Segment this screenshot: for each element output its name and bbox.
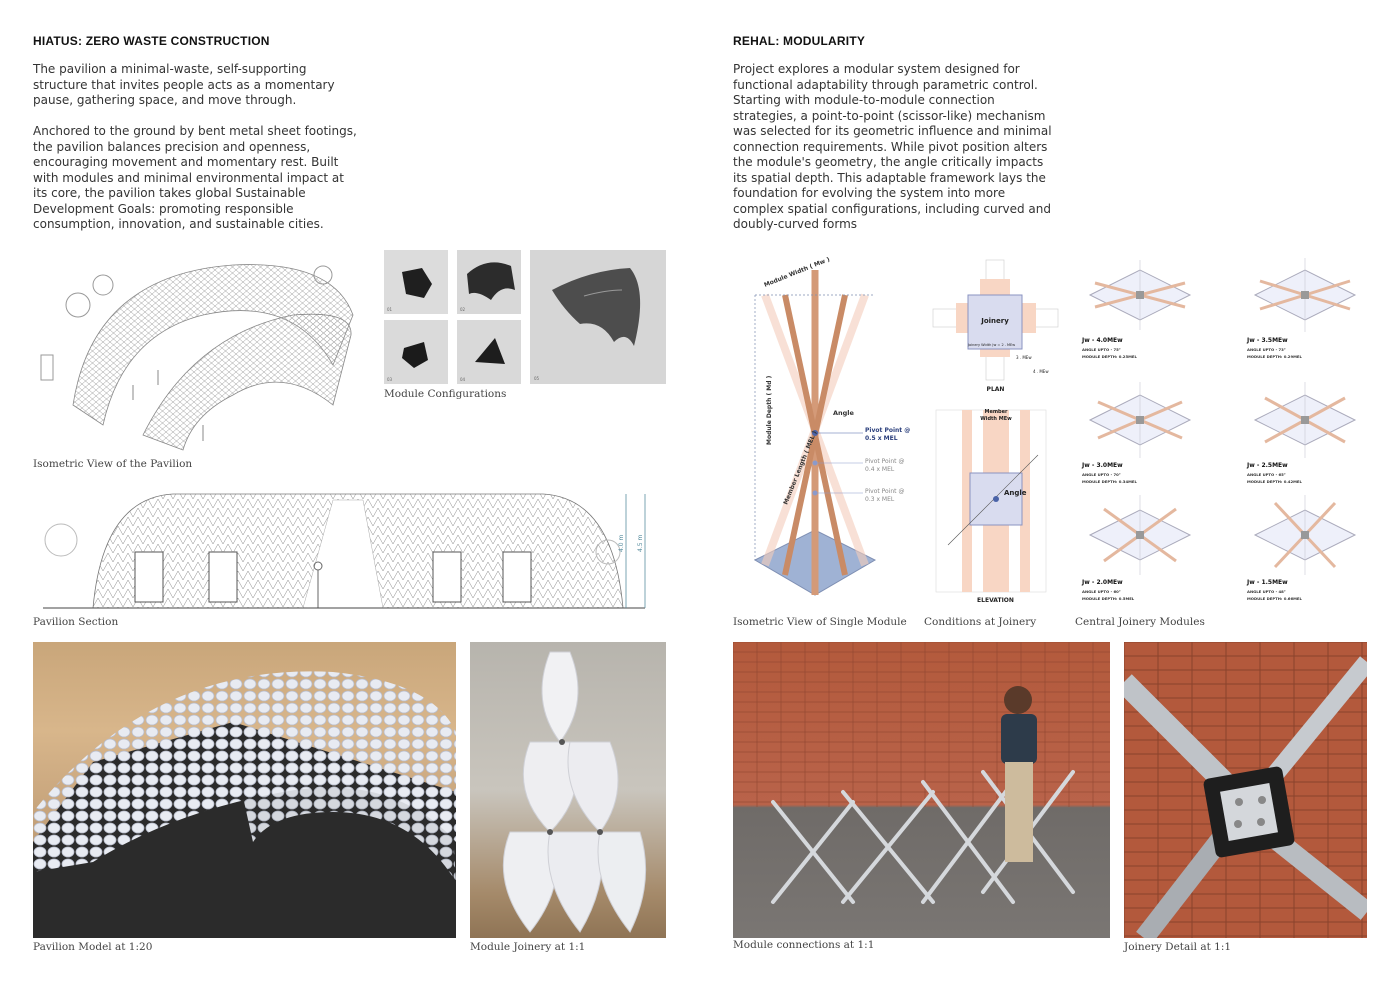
module-angle: ANGLE UPTO - 73° — [1247, 347, 1286, 352]
label-elevation-angle: Angle — [1004, 489, 1027, 497]
module-angle: ANGLE UPTO - 60° — [1082, 589, 1121, 594]
module-config-large-photo: 05 — [530, 250, 666, 384]
module-config-thumbnail-4: 04 — [457, 320, 521, 384]
caption-module-joinery: Module Joinery at 1:1 — [470, 941, 586, 953]
central-joinery-modules-grid: Jw - 4.0MEw ANGLE UPTO - 75° MODULE DEPT… — [1080, 255, 1370, 610]
module-label: 03 — [387, 377, 393, 382]
caption-pavilion-model: Pavilion Model at 1:20 — [33, 941, 153, 953]
label-dim-3mew: 3 . MEw — [1016, 355, 1032, 360]
module-angle: ANGLE UPTO - 70° — [1082, 472, 1121, 477]
caption-module-configurations: Module Configurations — [384, 388, 507, 400]
label-joinery-width: Joinery Width Jw = 2 . MEw — [968, 343, 1016, 347]
pivot-point-0-5: Pivot Point @ 0.5 x MEL — [865, 427, 911, 442]
module-depth: MODULE DEPTH: 0.66MEL — [1247, 596, 1302, 601]
label-member-width: Member Width MEw — [980, 409, 1012, 422]
module-connections-photo — [733, 642, 1110, 938]
joinery-module-1-5: Jw - 1.5MEw ANGLE UPTO - 48° MODULE DEPT… — [1245, 495, 1365, 610]
left-body-paragraph: Anchored to the ground by bent metal she… — [33, 124, 357, 231]
label-joinery: Joinery — [981, 317, 1009, 325]
module-label: 05 — [534, 376, 540, 381]
module-angle: ANGLE UPTO - 75° — [1082, 347, 1121, 352]
joinery-module-2-0: Jw - 2.0MEw ANGLE UPTO - 60° MODULE DEPT… — [1080, 495, 1200, 610]
left-intro-paragraph: The pavilion a minimal-waste, self-suppo… — [33, 62, 335, 107]
single-module-diagram: Module Width ( Mw ) Module Depth ( Md ) … — [745, 255, 915, 610]
label-module-width: Module Width ( Mw ) — [763, 256, 831, 289]
isometric-pavilion-drawing — [33, 255, 373, 455]
module-jw: Jw - 4.0MEw — [1082, 337, 1123, 344]
caption-single-module: Isometric View of Single Module — [733, 616, 907, 628]
joinery-conditions-diagram: Joinery Joinery Width Jw = 2 . MEw 3 . M… — [928, 255, 1063, 610]
joinery-module-3-0: Jw - 3.0MEw ANGLE UPTO - 70° MODULE DEPT… — [1080, 380, 1200, 490]
right-title: REHAL: MODULARITY — [733, 34, 866, 48]
caption-joinery-conditions: Conditions at Joinery — [924, 616, 1037, 628]
joinery-module-3-5: Jw - 3.5MEw ANGLE UPTO - 73° MODULE DEPT… — [1245, 255, 1365, 365]
module-label: 04 — [460, 377, 466, 382]
module-label: 01 — [387, 307, 393, 312]
joinery-module-2-5: Jw - 2.5MEw ANGLE UPTO - 65° MODULE DEPT… — [1245, 380, 1365, 490]
module-config-thumbnail-1: 01 — [384, 250, 448, 314]
module-depth: MODULE DEPTH: 0.34MEL — [1082, 479, 1137, 484]
module-jw: Jw - 2.0MEw — [1082, 579, 1123, 586]
module-config-thumbnail-3: 03 — [384, 320, 448, 384]
module-angle: ANGLE UPTO - 48° — [1247, 589, 1286, 594]
label-plan: PLAN — [986, 386, 1005, 393]
caption-joinery-detail: Joinery Detail at 1:1 — [1124, 941, 1232, 953]
label-elevation: ELEVATION — [977, 597, 1014, 604]
module-depth: MODULE DEPTH: 0.25MEL — [1082, 354, 1137, 359]
pavilion-section-drawing: 4.0 m 4.5 m — [33, 490, 653, 615]
module-jw: Jw - 3.5MEw — [1247, 337, 1288, 344]
section-dim-4m: 4.0 m — [618, 535, 625, 552]
module-config-thumbnail-2: 02 — [457, 250, 521, 314]
pavilion-model-photo — [33, 642, 456, 938]
label-angle: Angle — [833, 409, 855, 417]
module-joinery-photo — [470, 642, 666, 938]
left-title: HIATUS: ZERO WASTE CONSTRUCTION — [33, 34, 270, 48]
module-jw: Jw - 3.0MEw — [1082, 462, 1123, 469]
label-dim-4mew: 4 . MEw — [1033, 369, 1049, 374]
module-depth: MODULE DEPTH: 0.42MEL — [1247, 479, 1302, 484]
module-jw: Jw - 1.5MEw — [1247, 579, 1288, 586]
joinery-module-4-0: Jw - 4.0MEw ANGLE UPTO - 75° MODULE DEPT… — [1080, 255, 1200, 365]
caption-isometric-pavilion: Isometric View of the Pavilion — [33, 458, 193, 470]
right-body-paragraph: Project explores a modular system design… — [733, 62, 1052, 231]
module-depth: MODULE DEPTH: 0.29MEL — [1247, 354, 1302, 359]
pivot-point-0-3: Pivot Point @ 0.3 x MEL — [865, 488, 905, 503]
label-module-depth: Module Depth ( Md ) — [766, 375, 773, 445]
module-angle: ANGLE UPTO - 65° — [1247, 472, 1286, 477]
caption-module-connections: Module connections at 1:1 — [733, 939, 875, 951]
module-depth: MODULE DEPTH: 0.5MEL — [1082, 596, 1135, 601]
caption-pavilion-section: Pavilion Section — [33, 616, 119, 628]
module-label: 02 — [460, 307, 466, 312]
section-dim-4-5m: 4.5 m — [637, 535, 644, 552]
pivot-point-0-4: Pivot Point @ 0.4 x MEL — [865, 458, 905, 473]
module-jw: Jw - 2.5MEw — [1247, 462, 1288, 469]
joinery-detail-photo — [1124, 642, 1367, 938]
caption-central-joinery: Central Joinery Modules — [1075, 616, 1205, 628]
